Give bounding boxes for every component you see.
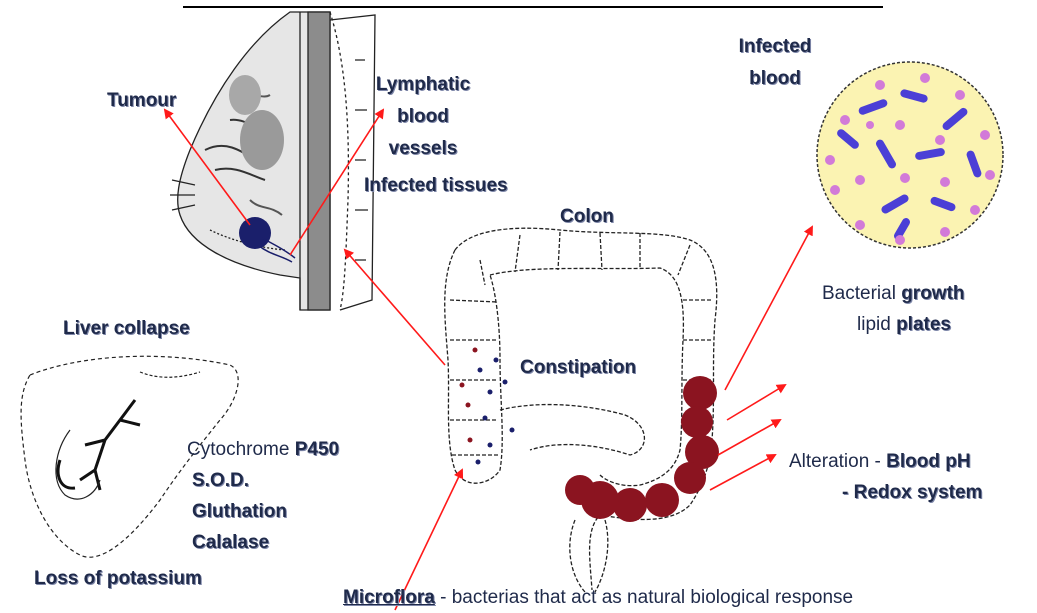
microflora-bold: Microflora <box>343 587 435 608</box>
arrow-colon-to-breast <box>345 250 445 365</box>
arrow-alteration-2 <box>718 420 780 455</box>
arrow-alteration-1 <box>727 385 785 420</box>
colon-masses <box>565 376 719 522</box>
label-liver-collapse: Liver collapse <box>63 316 190 341</box>
lipid-bold: plates <box>896 314 951 335</box>
label-colon: Colon <box>560 204 614 229</box>
infected-blood-disc <box>817 62 1003 248</box>
alteration-prefix: Alteration - <box>789 451 886 472</box>
colon-illustration <box>445 228 717 592</box>
label-constipation: Constipation <box>520 355 636 380</box>
label-lymphatic-1: Lymphatic <box>363 72 483 97</box>
label-microflora: Microflora - bacterias that act as natur… <box>343 585 853 610</box>
bacterial-bold: growth <box>901 283 964 304</box>
label-infected-blood-1: Infected <box>720 34 830 59</box>
lipid-prefix: lipid <box>857 314 896 335</box>
label-lipid-plates: lipid plates <box>857 312 951 337</box>
label-redox: - Redox system <box>842 480 982 505</box>
label-bacterial-growth: Bacterial growth <box>822 281 965 306</box>
label-cytochrome: Cytochrome P450 <box>187 437 339 462</box>
microflora-rest: - bacterias that act as natural biologic… <box>435 587 853 608</box>
colon-dots <box>460 348 515 465</box>
label-lymphatic-2: blood <box>363 104 483 129</box>
tumour-mass <box>239 217 271 249</box>
bacterial-prefix: Bacterial <box>822 283 901 304</box>
arrow-alteration-3 <box>710 455 775 490</box>
arrow-to-blood <box>725 227 812 390</box>
cyto-prefix: Cytochrome <box>187 439 289 460</box>
label-gluthation: Gluthation <box>192 499 287 524</box>
label-infected-tissues: Infected tissues <box>364 173 508 198</box>
label-infected-blood-2: blood <box>720 66 830 91</box>
label-loss-potassium: Loss of potassium <box>34 566 202 591</box>
cyto-bold: P450 <box>289 439 339 460</box>
label-sod: S.O.D. <box>192 468 249 493</box>
label-lymphatic-3: vessels <box>363 136 483 161</box>
label-alteration: Alteration - Blood pH <box>789 449 971 474</box>
label-tumour: Tumour <box>107 88 176 113</box>
label-calalase: Calalase <box>192 530 269 555</box>
breast-illustration <box>170 12 375 310</box>
alteration-bold: Blood pH <box>886 451 970 472</box>
